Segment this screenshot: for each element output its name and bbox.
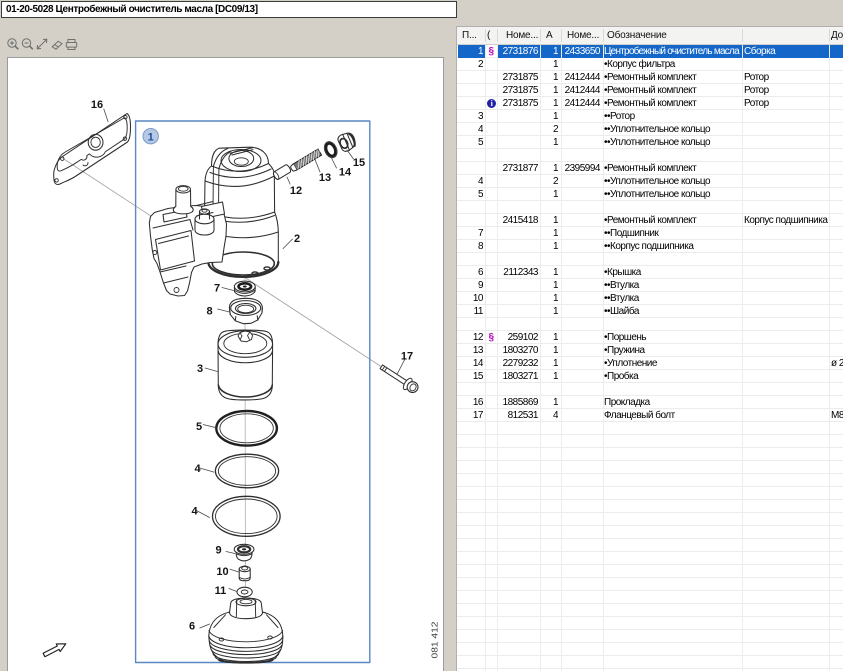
svg-text:13: 13	[319, 172, 331, 184]
svg-text:7: 7	[214, 283, 220, 295]
svg-text:1: 1	[148, 131, 154, 143]
svg-text:4: 4	[191, 506, 198, 518]
svg-text:9: 9	[215, 545, 221, 557]
svg-text:10: 10	[216, 566, 228, 578]
svg-text:16: 16	[91, 99, 103, 111]
svg-text:5: 5	[196, 421, 202, 433]
svg-text:4: 4	[194, 463, 201, 475]
svg-text:14: 14	[339, 167, 352, 179]
svg-text:17: 17	[401, 351, 413, 363]
svg-text:2: 2	[294, 233, 300, 245]
svg-text:15: 15	[353, 157, 365, 169]
svg-text:8: 8	[206, 306, 212, 318]
svg-text:3: 3	[197, 363, 203, 375]
svg-text:081 412: 081 412	[431, 621, 440, 659]
svg-text:12: 12	[290, 185, 302, 197]
svg-text:11: 11	[215, 585, 227, 597]
svg-text:6: 6	[189, 621, 195, 633]
